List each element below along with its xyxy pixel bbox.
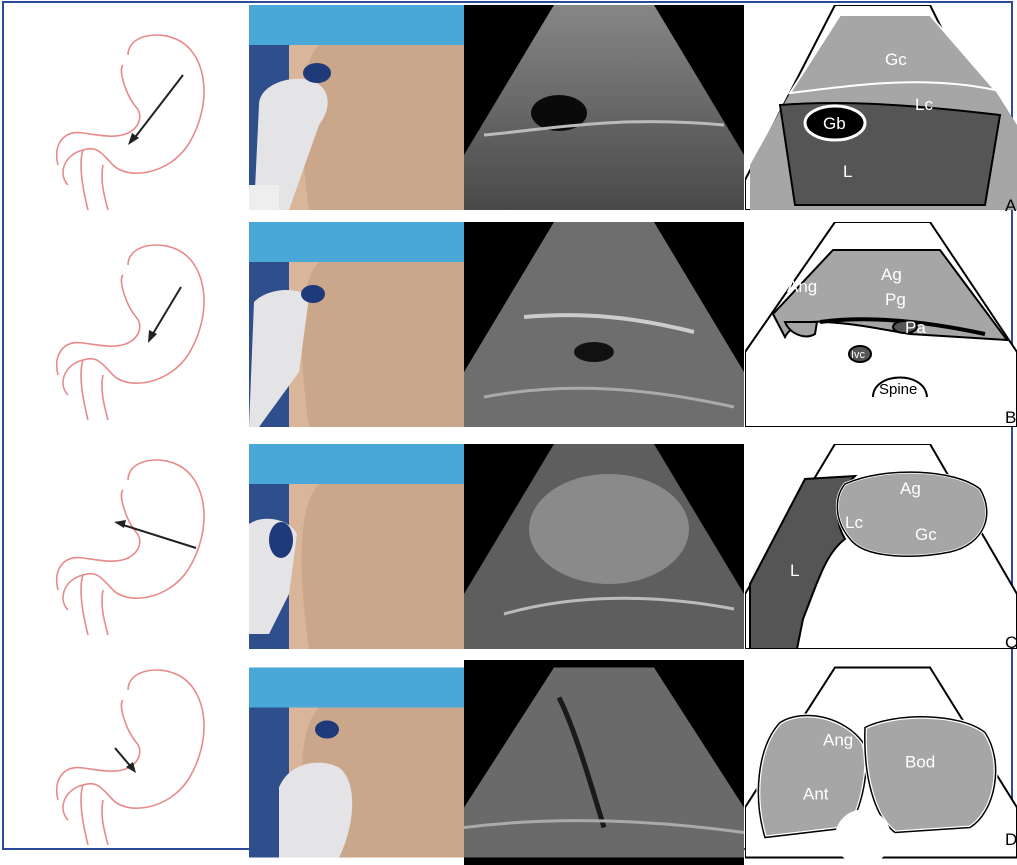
probe-photo-d xyxy=(249,660,464,865)
label-ant: Ant xyxy=(803,785,829,804)
row-letter-b: B xyxy=(1005,408,1016,428)
label-gc: Gc xyxy=(915,525,937,544)
probe-direction-arrow-icon xyxy=(151,287,181,337)
schematic-a: Gc Lc Gb L xyxy=(745,5,1017,210)
row-letter-a: A xyxy=(1005,196,1016,216)
label-sa: Sa xyxy=(853,324,868,338)
ultrasound-b xyxy=(464,222,744,427)
label-ivc: Ivc xyxy=(851,349,866,361)
label-l: L xyxy=(790,561,799,580)
label-l: L xyxy=(843,162,852,181)
stomach-sketch-icon xyxy=(28,15,228,215)
label-lc: Lc xyxy=(915,95,933,114)
label-gb: Gb xyxy=(823,114,846,133)
stomach-sketch-icon xyxy=(28,440,228,640)
label-gc: Gc xyxy=(885,50,907,69)
probe-direction-arrow-icon xyxy=(133,75,183,140)
label-spine: Spine xyxy=(879,381,917,398)
schematic-b: Ag Ang Pg Pa Sa Ivc Spine xyxy=(745,222,1017,427)
ultrasound-d xyxy=(464,660,744,865)
schematic-d: Ang Bod Ant xyxy=(745,660,1017,865)
stomach-sketch-icon xyxy=(28,650,228,850)
label-pg: Pg xyxy=(885,290,906,309)
row-letter-d: D xyxy=(1005,830,1017,850)
schematic-c: Ag Lc Gc L xyxy=(745,444,1017,649)
probe-photo-b xyxy=(249,222,464,427)
label-pa: Pa xyxy=(905,318,926,337)
row-letter-c: C xyxy=(1005,633,1017,653)
label-bod: Bod xyxy=(905,753,935,772)
label-ang: Ang xyxy=(823,731,853,750)
ultrasound-a xyxy=(464,5,744,210)
probe-photo-a xyxy=(249,5,464,210)
probe-photo-c xyxy=(249,444,464,649)
ultrasound-c xyxy=(464,444,744,649)
label-ang: Ang xyxy=(787,277,817,296)
probe-direction-arrow-icon xyxy=(120,524,196,548)
label-lc: Lc xyxy=(845,513,863,532)
label-ag: Ag xyxy=(900,479,921,498)
stomach-sketch-icon xyxy=(28,225,228,425)
label-ag: Ag xyxy=(881,265,902,284)
